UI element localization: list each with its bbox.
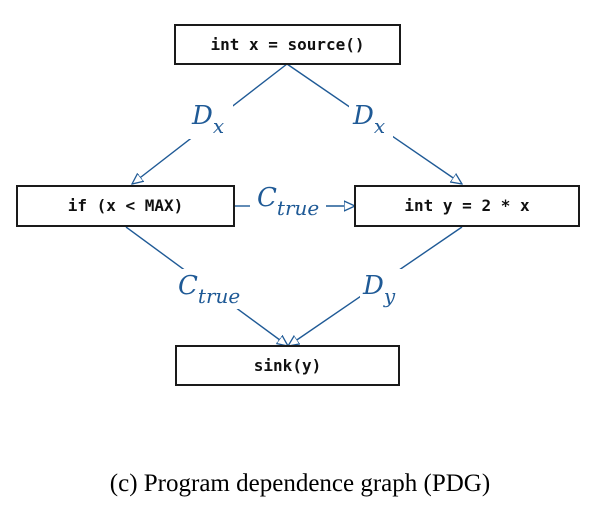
label-halo-left-top	[189, 99, 233, 139]
edge-label-cond-to-assign: Ctrue	[257, 183, 319, 220]
edge-label-cond-to-sink: Ctrue	[178, 271, 240, 308]
node-cond-label: if (x < MAX)	[68, 196, 184, 215]
node-source-label: int x = source()	[210, 35, 364, 54]
label-halo-left-bottom	[175, 269, 241, 309]
edge-label-source-to-assign: Dx	[352, 101, 385, 138]
pdg-diagram: Dx Dx Ctrue Ctrue Dy int x = source() if…	[16, 24, 580, 386]
node-sink: sink(y)	[175, 345, 400, 386]
label-halo-right-top	[349, 99, 393, 139]
node-assign-label: int y = 2 * x	[404, 196, 530, 215]
node-sink-label: sink(y)	[254, 356, 321, 375]
edge-label-source-to-cond: Dx	[191, 101, 224, 138]
node-cond: if (x < MAX)	[16, 185, 235, 227]
node-source: int x = source()	[174, 24, 401, 65]
figure-caption: (c) Program dependence graph (PDG)	[109, 470, 491, 497]
edge-label-assign-to-sink: Dy	[362, 271, 396, 308]
node-assign: int y = 2 * x	[354, 185, 580, 227]
label-halo-right-bottom	[360, 269, 408, 309]
